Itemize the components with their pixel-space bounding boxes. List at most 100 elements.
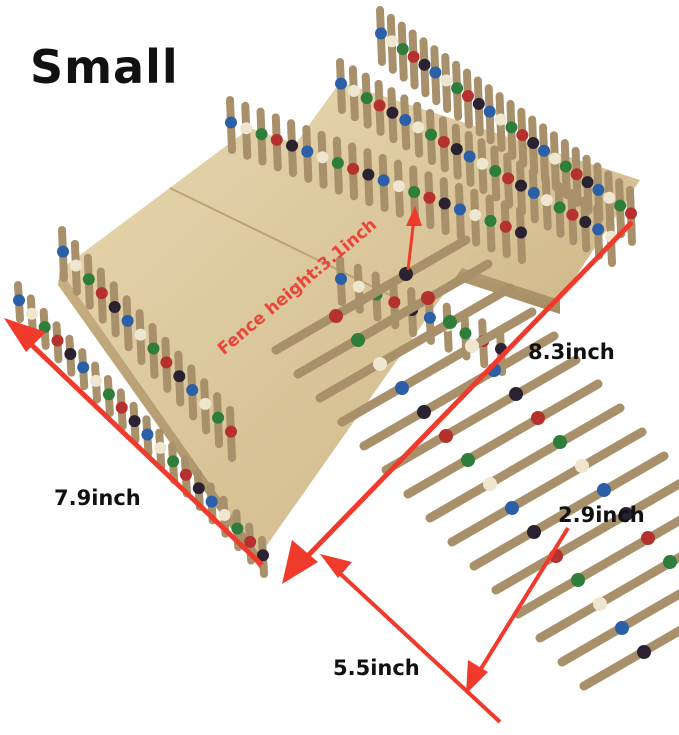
bead <box>77 361 90 374</box>
bead <box>352 280 365 293</box>
bead <box>212 411 225 424</box>
bead <box>423 311 436 324</box>
bead <box>51 334 64 347</box>
bead <box>335 77 347 90</box>
fence-back <box>335 6 637 267</box>
bead <box>199 397 212 410</box>
bead <box>38 321 51 334</box>
bead <box>440 74 453 87</box>
bead <box>147 342 160 355</box>
bead <box>408 185 421 198</box>
bead <box>581 176 594 189</box>
bead <box>179 468 192 481</box>
bead <box>553 201 566 214</box>
bead <box>592 183 605 196</box>
bead <box>102 388 115 401</box>
bead <box>463 150 476 163</box>
bead <box>423 191 436 204</box>
bead <box>559 160 572 173</box>
bead <box>489 165 502 178</box>
wood-post <box>513 515 679 619</box>
bead <box>373 99 386 112</box>
bead <box>301 145 314 158</box>
bead <box>625 207 637 220</box>
bead <box>593 597 607 611</box>
wood-post <box>425 403 625 523</box>
bead <box>540 194 553 207</box>
bead <box>484 214 497 227</box>
bead <box>399 267 413 281</box>
bead <box>663 555 677 569</box>
wood-post <box>337 307 537 427</box>
bead <box>429 66 442 79</box>
bead <box>396 43 409 56</box>
bead <box>461 453 475 467</box>
wood-post <box>535 552 679 643</box>
bead <box>192 482 205 495</box>
bead <box>331 157 344 170</box>
bead <box>407 50 420 63</box>
bead <box>257 549 269 562</box>
bead <box>399 114 412 127</box>
bead <box>240 122 253 135</box>
bead <box>469 209 482 222</box>
bead <box>570 168 583 181</box>
bead <box>270 133 283 146</box>
bead <box>538 144 551 157</box>
bead <box>417 405 431 419</box>
wood-post <box>293 259 493 379</box>
bead <box>531 411 545 425</box>
bead <box>483 477 497 491</box>
bead <box>439 429 453 443</box>
bead <box>95 287 108 300</box>
bead <box>167 455 180 468</box>
bead <box>619 507 633 521</box>
bead <box>225 116 237 129</box>
wood-post <box>381 355 581 475</box>
bead <box>614 199 627 212</box>
bead <box>69 259 82 272</box>
bead <box>347 162 360 175</box>
bead <box>347 84 360 97</box>
bead <box>443 315 457 329</box>
bead <box>615 621 629 635</box>
bead <box>388 296 401 309</box>
bead <box>154 441 167 454</box>
ladder <box>271 235 679 691</box>
fence-left <box>13 226 269 578</box>
bead <box>225 425 237 438</box>
bead <box>186 384 199 397</box>
bead <box>450 143 463 156</box>
bead <box>566 208 579 221</box>
bead <box>160 356 173 369</box>
bead <box>516 129 529 142</box>
bead <box>579 216 592 229</box>
bead <box>505 121 518 134</box>
bead <box>437 135 450 148</box>
bead <box>13 294 25 307</box>
bead <box>465 339 479 353</box>
bead <box>362 168 375 181</box>
bead <box>82 273 95 286</box>
wood-post <box>491 478 679 595</box>
bead <box>527 136 540 149</box>
bead <box>418 58 431 71</box>
bead <box>360 92 373 105</box>
bead <box>128 415 141 428</box>
bead <box>461 90 474 103</box>
bead <box>553 435 567 449</box>
bead <box>472 97 485 110</box>
bead <box>377 174 390 187</box>
bead <box>494 113 507 126</box>
bead <box>515 226 527 239</box>
wood-post <box>557 589 679 667</box>
bead <box>476 157 489 170</box>
bead <box>385 35 398 48</box>
length-label: 8.3inch <box>528 340 615 364</box>
bead <box>421 291 435 305</box>
wood-post <box>469 451 669 571</box>
bead <box>115 401 128 414</box>
wood-post <box>403 379 603 499</box>
bead <box>316 151 329 164</box>
